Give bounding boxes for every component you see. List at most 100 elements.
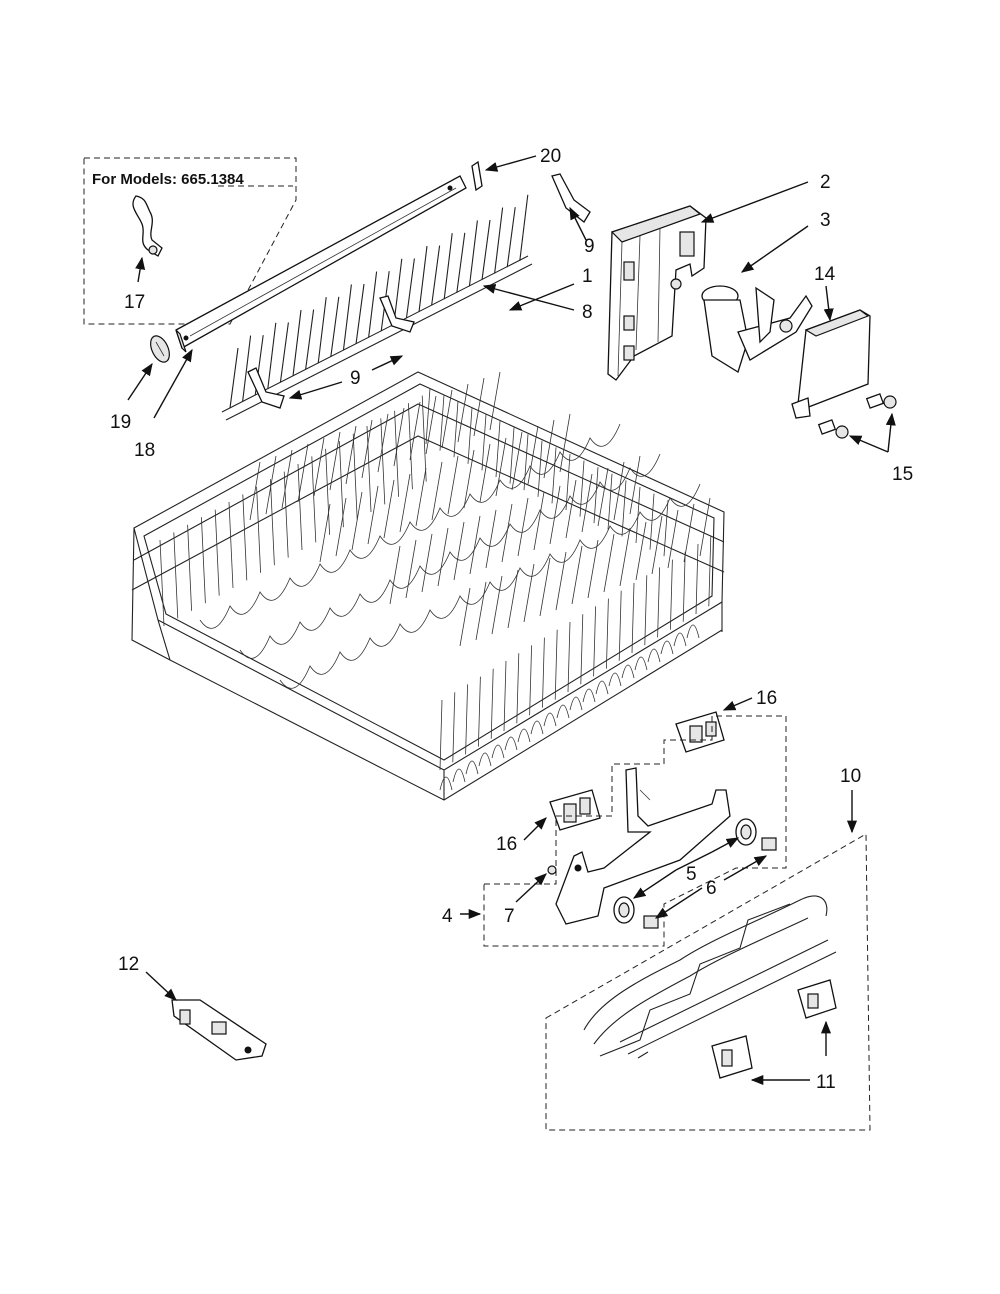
rack-tine bbox=[507, 569, 519, 629]
part-9-clip-lower bbox=[247, 367, 285, 409]
tine bbox=[418, 245, 428, 313]
rack-tine bbox=[533, 491, 545, 551]
rack-post bbox=[523, 434, 529, 491]
rack-post bbox=[352, 433, 358, 520]
rack-post bbox=[565, 453, 571, 511]
rack-tine bbox=[523, 563, 535, 623]
tine bbox=[242, 335, 252, 402]
rack-loop bbox=[465, 760, 479, 775]
model-inset-box: For Models: 665.1384 bbox=[83, 157, 297, 325]
rack-tine bbox=[555, 551, 567, 611]
tine bbox=[330, 296, 340, 357]
rack-post bbox=[467, 407, 473, 464]
rack-loop bbox=[608, 672, 622, 687]
callout-11: 11 bbox=[816, 1072, 836, 1093]
rack-loop bbox=[491, 744, 505, 759]
rack-loop bbox=[634, 656, 648, 671]
rack-tine bbox=[409, 401, 421, 461]
rack-tine bbox=[619, 527, 631, 587]
tine bbox=[468, 220, 478, 287]
callout-20: 20 bbox=[540, 146, 561, 167]
rack-loop bbox=[660, 640, 674, 655]
part-5-wheel-lower bbox=[613, 896, 635, 924]
rack-post bbox=[635, 486, 641, 544]
rack-post bbox=[159, 539, 165, 627]
rack-post bbox=[509, 427, 515, 484]
part-3-adjuster-lever bbox=[701, 285, 813, 373]
callout-19: 19 bbox=[110, 412, 131, 433]
rack-loop bbox=[517, 728, 531, 743]
rack-tine bbox=[549, 485, 561, 545]
rack-tine bbox=[581, 473, 593, 533]
callout-14: 14 bbox=[814, 264, 836, 285]
rack-tine bbox=[511, 431, 523, 491]
rack-loop bbox=[582, 688, 596, 703]
rack-post bbox=[187, 524, 192, 611]
rack-post bbox=[366, 425, 372, 513]
callout-12: 12 bbox=[118, 954, 139, 975]
rack-post bbox=[529, 645, 532, 716]
rack-tine bbox=[699, 497, 711, 557]
callout-17: 17 bbox=[124, 292, 145, 313]
callout-7: 7 bbox=[504, 906, 515, 927]
callout-labels: 20 2 3 14 9 8 17 9 1 19 18 15 16 10 16 5… bbox=[110, 146, 913, 1093]
rack-post bbox=[580, 614, 584, 685]
rack-post bbox=[649, 493, 655, 550]
part-18-rack-rail bbox=[175, 175, 467, 353]
rack-post bbox=[452, 692, 456, 763]
part-11-clip-right bbox=[797, 979, 837, 1019]
rack-tine bbox=[377, 413, 389, 473]
rack-tine bbox=[469, 515, 481, 575]
tine bbox=[443, 233, 453, 300]
part-11-clip-left bbox=[711, 1035, 753, 1079]
rack-wave-wire bbox=[199, 423, 621, 629]
rack-post bbox=[542, 637, 545, 708]
model-note-label: For Models: 665.1384 bbox=[92, 171, 244, 188]
rack-tine bbox=[265, 455, 277, 515]
tine bbox=[494, 207, 504, 274]
rack-tine bbox=[361, 419, 373, 479]
rack-post bbox=[593, 467, 599, 524]
callout-3: 3 bbox=[820, 210, 831, 231]
callout-10: 10 bbox=[840, 766, 861, 787]
rack-tine bbox=[281, 449, 293, 509]
rack-tine bbox=[383, 479, 395, 539]
rack-post bbox=[593, 606, 596, 677]
rack-tine bbox=[571, 545, 583, 605]
tine bbox=[305, 309, 315, 370]
rack-post bbox=[567, 621, 571, 693]
tine bbox=[317, 297, 327, 364]
rack-tine bbox=[441, 389, 453, 449]
rack-post bbox=[214, 509, 220, 596]
tine bbox=[506, 207, 516, 268]
rack-tine bbox=[517, 497, 529, 557]
rack-post bbox=[439, 394, 445, 451]
leader-lines bbox=[127, 155, 896, 1086]
rack-post bbox=[618, 590, 622, 661]
part-5-wheel-upper bbox=[735, 818, 757, 846]
rack-wave-wire bbox=[279, 483, 701, 689]
part-7-screw bbox=[547, 865, 557, 875]
rack-tine bbox=[447, 455, 459, 515]
callout-9-lower: 9 bbox=[350, 368, 361, 389]
rack-tine bbox=[459, 587, 471, 647]
rack-tine bbox=[431, 461, 443, 521]
rack-tine bbox=[527, 425, 539, 485]
rack-loop bbox=[673, 632, 687, 647]
rack-post bbox=[394, 410, 399, 497]
part-4-bracket-box bbox=[483, 715, 787, 947]
rack-post bbox=[495, 420, 501, 478]
rack-post bbox=[453, 401, 459, 458]
rack-tine bbox=[297, 443, 309, 503]
part-16-clip-lower bbox=[549, 789, 601, 831]
part-10-cup-shelf-box bbox=[545, 833, 871, 1131]
rack-post bbox=[465, 684, 468, 755]
rack-post bbox=[708, 536, 712, 607]
callout-4: 4 bbox=[442, 906, 453, 927]
rack-post bbox=[425, 387, 431, 445]
rack-post bbox=[644, 575, 648, 646]
rack-loop bbox=[452, 768, 466, 783]
tine bbox=[405, 258, 415, 319]
part-9-clip-mid bbox=[379, 295, 415, 333]
